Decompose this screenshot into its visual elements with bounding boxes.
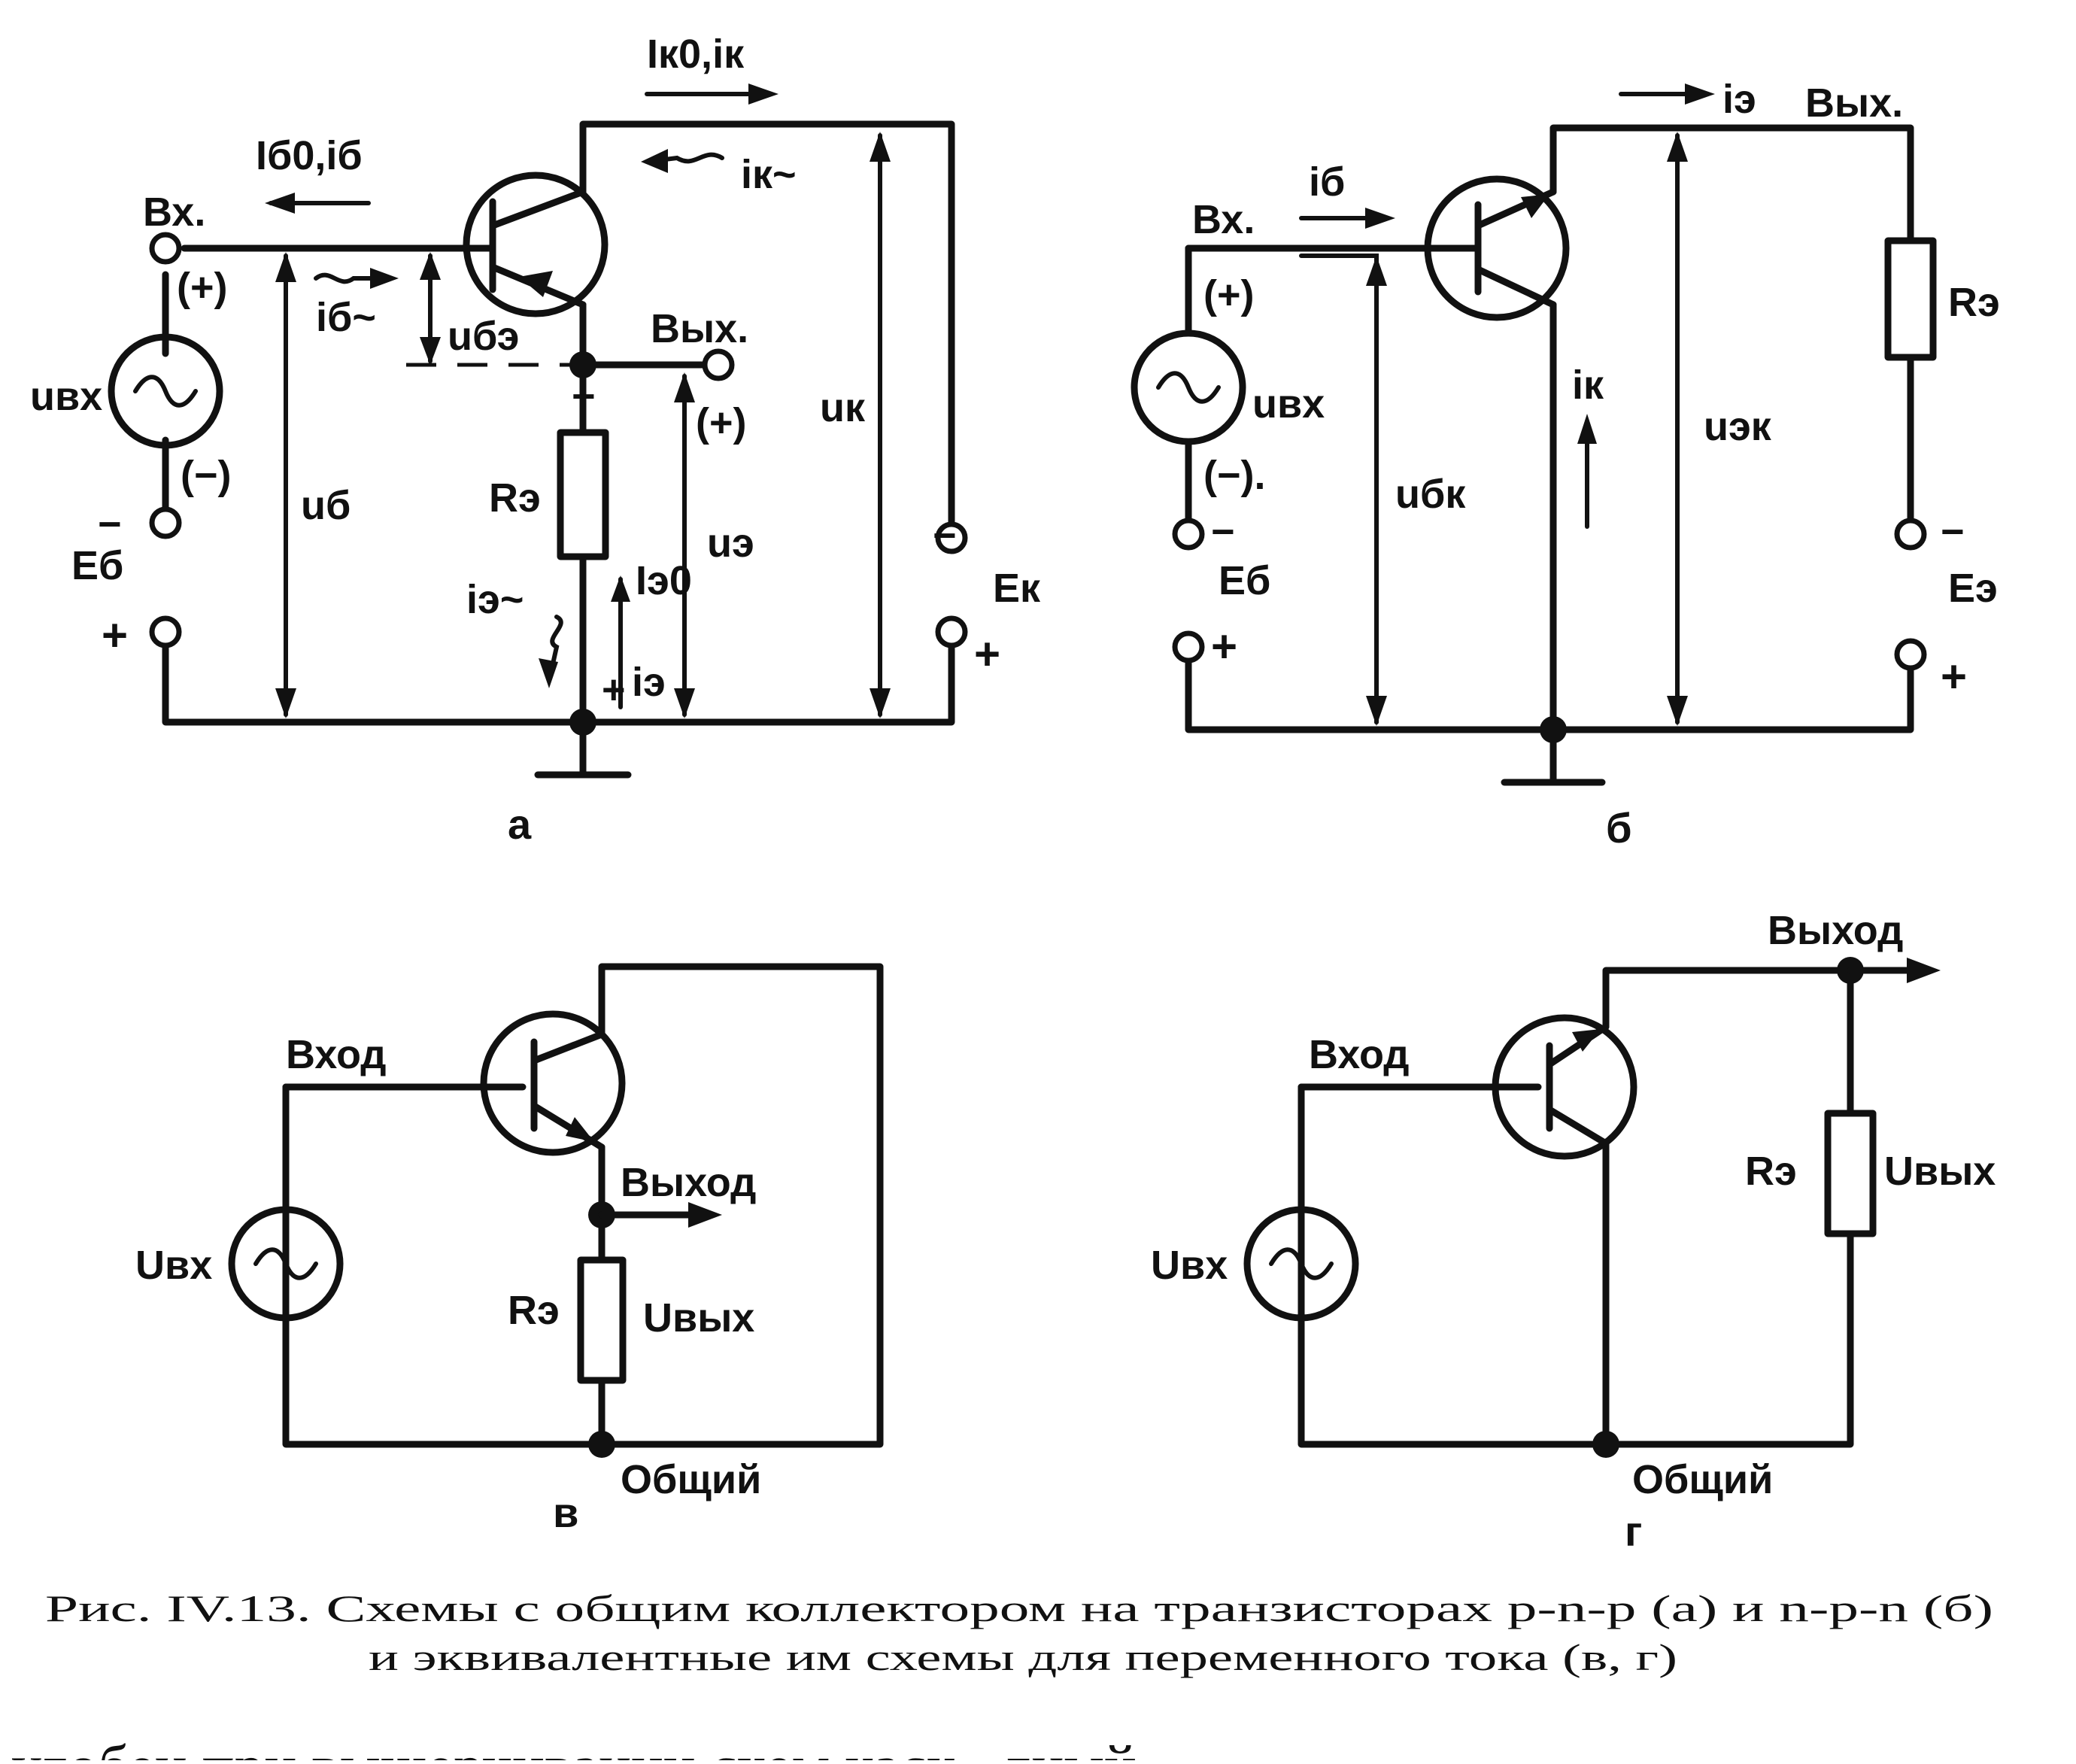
panel-b-plus-b: +: [1211, 621, 1237, 672]
panel-b-E-b: Eб: [1219, 558, 1270, 603]
panel-a-output-label: Вых.: [651, 306, 748, 351]
panel-b-i-b: iб: [1309, 159, 1345, 205]
panel-a-plus-e: +: [602, 667, 626, 712]
panel-v-R: Rэ: [508, 1288, 560, 1333]
panel-v-labels: Вход Uвх Выход Rэ Uвых Общий в: [135, 1032, 761, 1536]
panel-a-plus-paren-out: (+): [696, 400, 747, 445]
panel-a-u-be: uбэ: [448, 314, 519, 359]
panel-b-labels: Вх. iб (+) uвх (−). − Eб + uбк iк uэк iэ…: [1192, 77, 2000, 852]
panel-a-R: Rэ: [489, 475, 541, 521]
panel-a-minus-k: −: [933, 513, 957, 558]
panel-g-output-label: Выход: [1768, 908, 1903, 953]
panel-a-i-b0: Iб0,iб: [256, 133, 363, 178]
panel-b-u-ek: uэк: [1704, 404, 1772, 449]
panel-g-circuit: [1243, 957, 1941, 1458]
panel-b-minus-b: −: [1211, 509, 1235, 554]
panel-a-letter: а: [508, 800, 532, 848]
panel-g-U-out: Uвых: [1884, 1149, 1996, 1194]
panel-v-output-label: Выход: [621, 1160, 756, 1205]
panel-v-U-out: Uвых: [643, 1295, 754, 1340]
panel-a-E-b: Eб: [71, 543, 123, 588]
panel-a-plus-b: +: [102, 610, 128, 660]
panel-a-labels: Вх. (+) (−) uвх − Eб + uб Iб0,iб Iк0,iк …: [30, 32, 1041, 848]
panel-b-R: Rэ: [1948, 280, 2000, 325]
panel-b-u-in: uвх: [1252, 381, 1325, 427]
panel-a-plus-paren: (+): [177, 265, 228, 310]
panel-b-output-label: Вых.: [1805, 80, 1903, 126]
panel-b-i-k: iк: [1572, 363, 1604, 408]
panel-a-i-e: iэ: [632, 660, 666, 705]
panel-v-circuit: [228, 963, 884, 1458]
panel-g-labels: Вход Uвх Выход Rэ Uвых Общий г: [1151, 908, 1996, 1555]
panel-b-u-bk: uбк: [1395, 472, 1466, 517]
panel-a-u-e: uэ: [707, 521, 754, 566]
panel-g-R: Rэ: [1745, 1149, 1797, 1194]
panel-a-u-k: uк: [820, 385, 866, 430]
panel-v-input-label: Вход: [286, 1032, 387, 1077]
caption-line-1: Рис. IV.13. Схемы с общим коллектором на…: [45, 1587, 1993, 1629]
panel-b-plus-e: +: [1941, 651, 1967, 702]
panel-b-letter: б: [1606, 804, 1632, 852]
panel-a-I-e0: Iэ0: [636, 558, 692, 603]
panel-a-u-in: uвх: [30, 374, 102, 419]
panel-a-minus-paren: (−): [181, 453, 232, 498]
panel-b-plus-paren: (+): [1203, 272, 1255, 317]
panel-b-i-e: iэ: [1722, 77, 1756, 122]
panel-a-circuit: [108, 83, 968, 779]
panel-g-common-label: Общий: [1632, 1457, 1773, 1502]
panel-a-minus-b: −: [98, 502, 122, 547]
panel-g-input-label: Вход: [1309, 1032, 1410, 1077]
caption-line-2: и эквивалентные им схемы для переменного…: [369, 1636, 1677, 1678]
panel-a-i-e-ac: iэ~: [466, 577, 524, 622]
panel-g-U-in: Uвх: [1151, 1243, 1228, 1288]
panel-a-plus-k: +: [974, 629, 1000, 679]
panel-v-U-in: Uвх: [135, 1243, 212, 1288]
panel-b-minus-e: −: [1941, 509, 1965, 554]
panel-g-letter: г: [1625, 1507, 1642, 1555]
panel-a-i-k0: Iк0,iк: [647, 32, 745, 77]
panel-v-letter: в: [553, 1489, 578, 1536]
panel-a-E-k: Eк: [993, 566, 1041, 611]
panel-a-i-b-ac: iб~: [316, 295, 376, 340]
panel-a-minus-out: −: [572, 374, 596, 419]
panel-a-i-k-ac: iк~: [741, 152, 797, 197]
panel-v-common-label: Общий: [621, 1457, 761, 1502]
panel-a-u-b: uб: [301, 483, 351, 528]
figure-caption: Рис. IV.13. Схемы с общим коллектором на…: [45, 1587, 1993, 1678]
panel-b-minus-paren: (−).: [1203, 453, 1266, 498]
panel-b-circuit: [1131, 83, 1937, 786]
panel-b-input-label: Вх.: [1192, 197, 1255, 242]
panel-b-E-e: Eэ: [1948, 566, 1998, 611]
panel-a-input-label: Вх.: [143, 190, 205, 235]
bottom-body-text: удобен при выщерчивании схем каск...дный: [11, 1734, 1137, 1760]
